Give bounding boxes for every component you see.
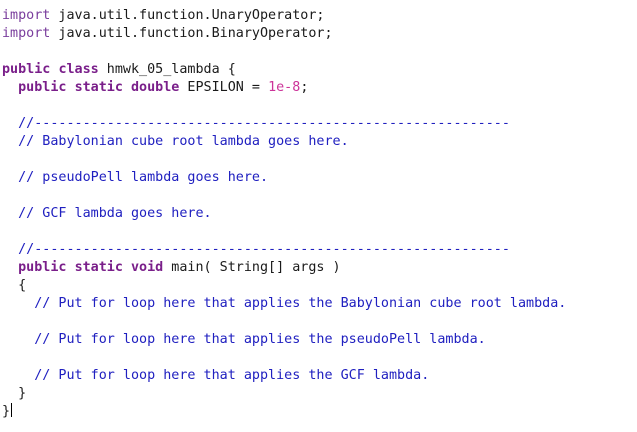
keyword: void [131,260,164,275]
code-line-15: } [2,385,26,403]
code-line-4: public static double EPSILON = 1e-8; [2,79,308,97]
keyword: class [58,62,99,77]
comment: // GCF lambda goes here. [18,206,212,221]
indent [2,368,34,383]
code-text: } [2,386,27,401]
code-line-12: // Put for loop here that applies the Ba… [2,295,566,313]
code-line-9: //--------------------------------------… [2,241,510,259]
code-text: EPSILON = [179,80,269,95]
code-line-14: // Put for loop here that applies the GC… [2,367,429,385]
indent [2,260,18,275]
code-text: java.util.function.BinaryOperator; [50,26,333,41]
code-line-10: public static void main( String[] args ) [2,259,341,277]
keyword: public [18,80,67,95]
indent [2,206,18,221]
keyword: static [74,260,123,275]
indent [2,116,18,131]
comment: //--------------------------------------… [18,242,510,257]
code-line-1: import java.util.function.UnaryOperator; [2,7,324,25]
code-line-11: { [2,277,26,295]
keyword: import [2,26,51,41]
keyword: public [18,260,67,275]
indent [2,296,34,311]
number-literal: 1e-8 [268,80,301,95]
code-line-8: // GCF lambda goes here. [2,205,212,223]
code-line-16: } [2,403,13,421]
comment: // Put for loop here that applies the ps… [34,332,486,347]
code-line-6: // Babylonian cube root lambda goes here… [2,133,349,151]
comment: // pseudoPell lambda goes here. [18,170,269,185]
code-text: } [2,404,11,419]
code-text: ; [300,80,309,95]
code-text: main( String[] args ) [163,260,341,275]
comment: // Babylonian cube root lambda goes here… [18,134,349,149]
code-line-7: // pseudoPell lambda goes here. [2,169,268,187]
code-line-5: //--------------------------------------… [2,115,510,133]
code-line-3: public class hmwk_05_lambda { [2,61,236,79]
code-line-13: // Put for loop here that applies the ps… [2,331,486,349]
indent [2,332,34,347]
indent [2,134,18,149]
code-text: hmwk_05_lambda { [98,62,236,77]
comment: // Put for loop here that applies the GC… [34,368,430,383]
code-text: { [2,278,27,293]
indent [2,242,18,257]
comment: //--------------------------------------… [18,116,510,131]
code-line-2: import java.util.function.BinaryOperator… [2,25,333,43]
keyword: static [74,80,123,95]
keyword: import [2,8,51,23]
indent [2,170,18,185]
code-text: java.util.function.UnaryOperator; [50,8,325,23]
keyword: public [2,62,51,77]
keyword: double [131,80,180,95]
indent [2,80,18,95]
text-cursor [11,403,13,417]
comment: // Put for loop here that applies the Ba… [34,296,567,311]
